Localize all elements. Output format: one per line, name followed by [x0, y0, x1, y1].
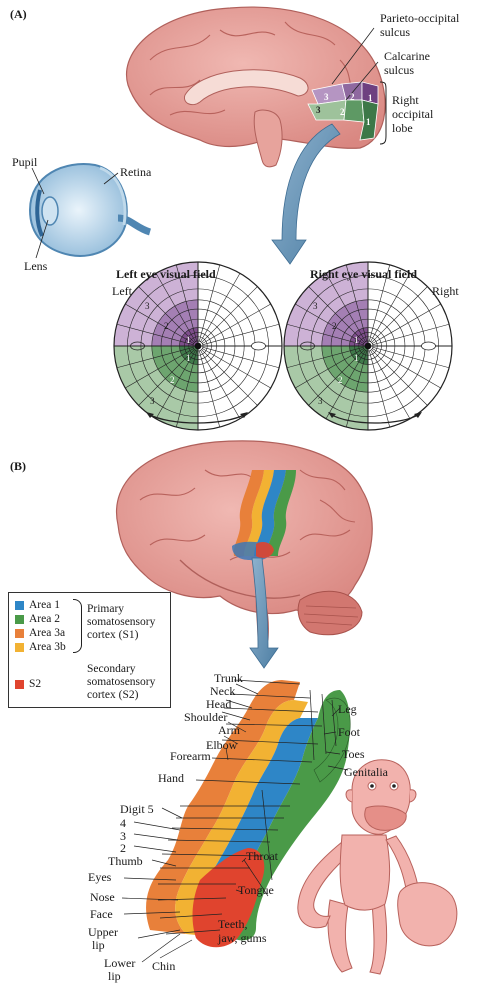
- label-tongue: Tongue: [238, 883, 274, 897]
- label-eyes: Eyes: [88, 870, 112, 884]
- label-digit3: 3: [120, 829, 126, 843]
- label-thumb: Thumb: [108, 854, 143, 868]
- vf-right-num-2-top: 2: [332, 321, 337, 331]
- primary-brace: [73, 599, 82, 653]
- parieto-occipital-label-1: Parieto-occipital: [380, 11, 460, 25]
- legend-swatch-area3b: [15, 643, 24, 652]
- primary-label-1: Primary: [87, 603, 125, 615]
- label-teeth-2: jaw, gums: [218, 931, 267, 945]
- retina-label: Retina: [120, 165, 152, 179]
- vf-left-num-1-top: 1: [186, 335, 191, 345]
- vf-right-num-1-bottom: 1: [354, 353, 359, 363]
- left-visual-field-plot: [113, 261, 283, 431]
- label-shoulder: Shoulder: [184, 710, 228, 724]
- brain-region-1-top: 1: [368, 93, 373, 103]
- vf-left-num-2-bottom: 2: [170, 375, 175, 385]
- legend-box: Area 1 Area 2 Area 3a Area 3b Primary so…: [8, 592, 171, 708]
- legend-label-area3a: Area 3a: [29, 627, 66, 639]
- right-occipital-label-3: lobe: [392, 121, 413, 135]
- eye-diagram: [28, 163, 152, 259]
- brain-region-1-bottom: 1: [366, 117, 371, 127]
- label-toes: Toes: [342, 747, 365, 761]
- homunculus-figure: [297, 759, 458, 975]
- brain-region-2-top: 2: [350, 92, 355, 102]
- medial-brain: [126, 6, 387, 168]
- somatotopic-map: [146, 679, 351, 948]
- label-neck: Neck: [210, 684, 236, 698]
- label-nose: Nose: [90, 890, 115, 904]
- projection-arrow-b: [249, 557, 279, 669]
- brain-region-3-bottom: 3: [316, 105, 321, 115]
- label-hand: Hand: [158, 771, 184, 785]
- secondary-label-2: somatosensory: [87, 676, 156, 688]
- right-occipital-label-2: occipital: [392, 107, 434, 121]
- legend-swatch-s2: [15, 680, 24, 689]
- label-digit5: Digit 5: [120, 802, 154, 816]
- label-upper-lip-1: Upper: [88, 925, 118, 939]
- legend-swatch-area1: [15, 601, 24, 610]
- parieto-occipital-label-2: sulcus: [380, 25, 410, 39]
- lateral-brain: [116, 440, 373, 641]
- panel-b-label: (B): [10, 459, 26, 473]
- right-visual-field-title: Right eye visual field: [310, 267, 417, 281]
- brain-region-2-bottom: 2: [340, 107, 345, 117]
- vf-left-num-2-top: 2: [164, 321, 169, 331]
- label-chin: Chin: [152, 959, 176, 973]
- right-occipital-label-1: Right: [392, 93, 419, 107]
- legend-label-area1: Area 1: [29, 599, 60, 611]
- pupil-label: Pupil: [12, 155, 38, 169]
- legend-swatch-area3a: [15, 629, 24, 638]
- primary-label-3: cortex (S1): [87, 629, 139, 641]
- secondary-label-3: cortex (S2): [87, 689, 139, 701]
- vf-right-num-1-top: 1: [354, 335, 359, 345]
- legend-label-s2: S2: [29, 678, 42, 690]
- lens-label: Lens: [24, 259, 48, 273]
- vf-right-num-2-bottom: 2: [338, 375, 343, 385]
- somatotopic-leader-lines: [121, 683, 349, 963]
- primary-label-2: somatosensory: [87, 616, 156, 628]
- vf-left-num-3-top: 3: [145, 301, 150, 311]
- brain-region-3-top: 3: [324, 92, 329, 102]
- label-head: Head: [206, 697, 232, 711]
- legend-label-area3b: Area 3b: [29, 641, 66, 653]
- label-digit2: 2: [120, 841, 126, 855]
- label-trunk: Trunk: [214, 671, 243, 685]
- right-visual-field-plot: [283, 261, 453, 431]
- label-teeth-1: Teeth,: [218, 917, 248, 931]
- label-throat: Throat: [246, 849, 278, 863]
- legend-label-area2: Area 2: [29, 613, 60, 625]
- panel-a-label: (A): [10, 7, 27, 21]
- left-side-label: Left: [112, 284, 132, 298]
- projection-arrow-a: [271, 123, 341, 265]
- label-forearm: Forearm: [170, 749, 211, 763]
- secondary-label-1: Secondary: [87, 663, 136, 675]
- label-elbow: Elbow: [206, 738, 238, 752]
- label-digit4: 4: [120, 816, 126, 830]
- vf-right-num-3-top: 3: [313, 301, 318, 311]
- calcarine-label-2: sulcus: [384, 63, 414, 77]
- label-leg: Leg: [338, 702, 357, 716]
- label-foot: Foot: [338, 725, 361, 739]
- vf-left-num-3-bottom: 3: [150, 396, 155, 406]
- label-arm: Arm: [218, 723, 240, 737]
- left-visual-field-title: Left eye visual field: [116, 267, 216, 281]
- label-lower-lip-2: lip: [108, 969, 121, 983]
- label-genitalia: Genitalia: [344, 765, 388, 779]
- legend-swatch-area2: [15, 615, 24, 624]
- vf-right-num-3-bottom: 3: [318, 396, 323, 406]
- label-upper-lip-2: lip: [92, 938, 105, 952]
- calcarine-label-1: Calcarine: [384, 49, 430, 63]
- right-side-label: Right: [432, 284, 459, 298]
- label-lower-lip-1: Lower: [104, 956, 136, 970]
- vf-left-num-1-bottom: 1: [186, 353, 191, 363]
- label-face: Face: [90, 907, 113, 921]
